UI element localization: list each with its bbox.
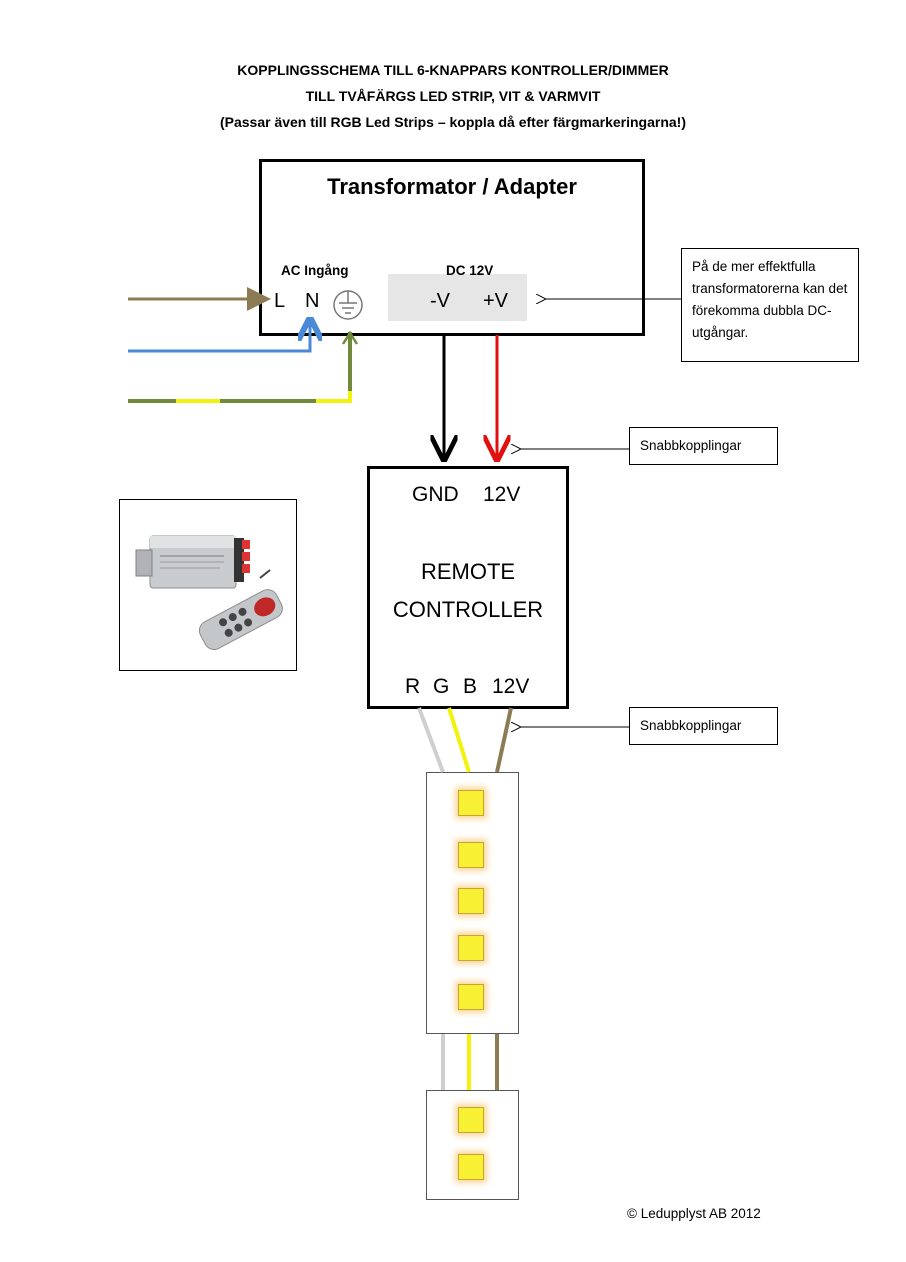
transformer-title: Transformator / Adapter bbox=[327, 174, 577, 199]
led-chip bbox=[458, 935, 484, 961]
ground-icon bbox=[333, 290, 363, 320]
ac-input-label: AC Ingång bbox=[281, 263, 349, 278]
quick-connect-note-1: Snabbkopplingar bbox=[629, 427, 778, 465]
led-chip bbox=[458, 842, 484, 868]
controller-out-g: G bbox=[433, 675, 450, 698]
controller-photo bbox=[119, 499, 297, 671]
controller-out-12v: 12V bbox=[492, 675, 530, 698]
dc-outputs-note-text: På de mer effektfulla transformatorerna … bbox=[692, 259, 848, 340]
wire-earth-green bbox=[128, 332, 352, 403]
controller-out-r: R bbox=[405, 675, 421, 698]
wire-neutral bbox=[128, 320, 310, 353]
transformer-box: Transformator / Adapter AC Ingång DC 12V… bbox=[259, 159, 645, 336]
led-chip bbox=[458, 984, 484, 1010]
wire-earth-yellow bbox=[128, 332, 352, 403]
terminal-plus-v: +V bbox=[483, 290, 509, 312]
led-chip bbox=[458, 888, 484, 914]
led-chip bbox=[458, 1154, 484, 1180]
controller-name-line2: CONTROLLER bbox=[392, 597, 544, 622]
led-chip bbox=[458, 1107, 484, 1133]
terminal-n: N bbox=[305, 290, 320, 312]
controller-input-gnd: GND bbox=[412, 483, 459, 506]
wire-strip-yellow bbox=[447, 707, 471, 773]
diagram-title-line2: TILL TVÅFÄRGS LED STRIP, VIT & VARMVIT bbox=[305, 88, 601, 104]
dc-output-label: DC 12V bbox=[446, 263, 494, 278]
wire-strip-brown bbox=[495, 707, 513, 773]
led-chip bbox=[458, 790, 484, 816]
remote-controller-box: GND 12V REMOTE CONTROLLER R G B 12V bbox=[367, 466, 569, 709]
terminal-l: L bbox=[274, 290, 286, 312]
controller-photo-drawing bbox=[135, 535, 283, 650]
controller-out-b: B bbox=[463, 675, 478, 698]
quick-connect-note-2: Snabbkopplingar bbox=[629, 707, 778, 745]
dc-output-panel bbox=[388, 274, 527, 321]
controller-input-12v: 12V bbox=[483, 483, 521, 506]
terminal-minus-v: -V bbox=[430, 290, 450, 312]
wire-strip-grey bbox=[417, 707, 445, 773]
copyright: © Ledupplyst AB 2012 bbox=[627, 1206, 761, 1221]
diagram-title-line1: KOPPLINGSSCHEMA TILL 6-KNAPPARS KONTROLL… bbox=[237, 62, 669, 78]
controller-name-line1: REMOTE bbox=[420, 559, 516, 584]
dc-outputs-note: På de mer effektfulla transformatorerna … bbox=[681, 248, 859, 362]
wire-earth-arrowhead bbox=[341, 330, 359, 345]
quick-connect-note-1-text: Snabbkopplingar bbox=[640, 438, 742, 453]
quick-connect-note-2-text: Snabbkopplingar bbox=[640, 718, 742, 733]
diagram-title-line3: (Passar även till RGB Led Strips – koppl… bbox=[219, 114, 687, 130]
